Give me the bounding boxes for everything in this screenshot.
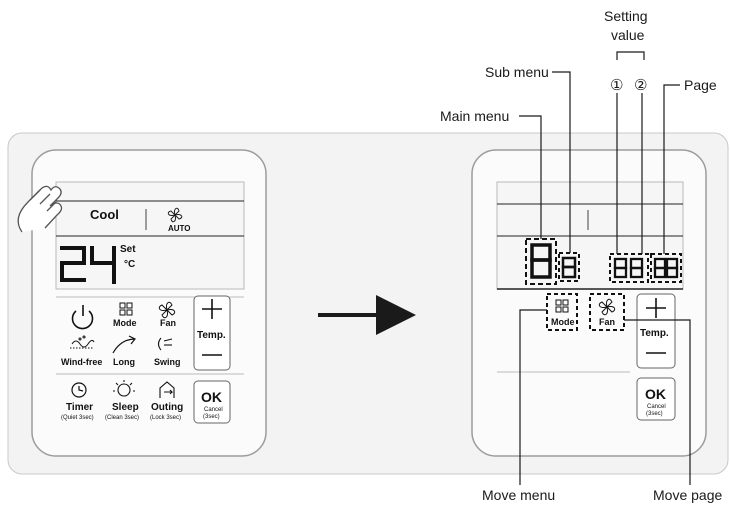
page-box [650,253,682,283]
ok-button[interactable] [193,380,231,424]
sub-menu-digit [561,256,577,279]
unit-label: °C [124,259,135,270]
outing-label: Outing [151,402,183,413]
fan-button-label: Fan [160,318,176,328]
wind-free-icon[interactable] [70,335,95,349]
setting-value-box [609,253,649,283]
hand-icon [17,185,63,233]
right-ok-sub1: Cancel [647,404,666,410]
right-ok-sub2: (3sec) [646,411,663,417]
move-page-box[interactable] [589,293,625,331]
right-fan-icon [598,298,616,316]
marker-2: ② [634,77,647,94]
main-menu-box [525,238,557,285]
setting-value-digits [613,257,644,279]
temperature-digits [60,246,116,284]
sleep-sub: (Clean 3sec) [105,415,139,421]
right-ok-label: OK [645,386,666,402]
setting-value-label-2: value [611,27,645,43]
move-menu-label: Move menu [482,487,555,503]
setting-value-label-1: Setting [604,8,648,24]
timer-sub: (Quiet 3sec) [61,415,94,421]
long-icon[interactable] [112,335,136,354]
set-label: Set [120,244,136,255]
wind-free-label: Wind-free [61,357,102,367]
fan-button-icon[interactable] [158,301,176,319]
fan-auto-text: AUTO [168,224,191,233]
right-ok-button[interactable] [636,377,676,421]
page-digits [653,257,679,279]
mode-button[interactable] [119,302,133,316]
left-remote: Cool AUTO 24 Set °C Mode [17,149,267,457]
power-button[interactable] [71,305,94,330]
swing-label: Swing [154,357,181,367]
timer-icon[interactable] [71,382,87,398]
sub-menu-box [558,252,580,282]
ok-label: OK [201,389,222,405]
temp-label: Temp. [197,330,226,341]
sleep-icon[interactable] [113,380,135,397]
timer-label: Timer [66,402,93,413]
move-page-label: Move page [653,487,722,503]
swing-icon[interactable] [157,337,173,351]
long-label: Long [113,357,135,367]
ok-sub2: (3sec) [203,414,220,420]
page-label: Page [684,77,717,93]
mode-button-label: Mode [113,318,137,328]
ok-sub1: Cancel [204,407,223,413]
right-mode-icon [555,299,569,313]
outing-icon[interactable] [159,381,175,398]
move-menu-box[interactable] [546,293,578,331]
sleep-label: Sleep [112,402,139,413]
fan-icon [167,207,183,223]
right-temp-label: Temp. [640,328,669,339]
main-menu-label: Main menu [440,108,509,124]
right-fan-label: Fan [599,317,615,327]
right-temp-rocker[interactable] [636,293,676,369]
right-mode-label: Mode [551,317,575,327]
marker-1: ① [610,77,623,94]
right-remote: Mode Fan Temp. OK Cancel (3sec) [471,149,707,457]
mode-text: Cool [90,207,119,222]
outing-sub: (Lock 3sec) [150,415,181,421]
callout-lines [519,51,691,485]
sub-menu-label: Sub menu [485,64,549,80]
temp-rocker[interactable] [193,295,231,371]
main-menu-digit [530,243,552,279]
